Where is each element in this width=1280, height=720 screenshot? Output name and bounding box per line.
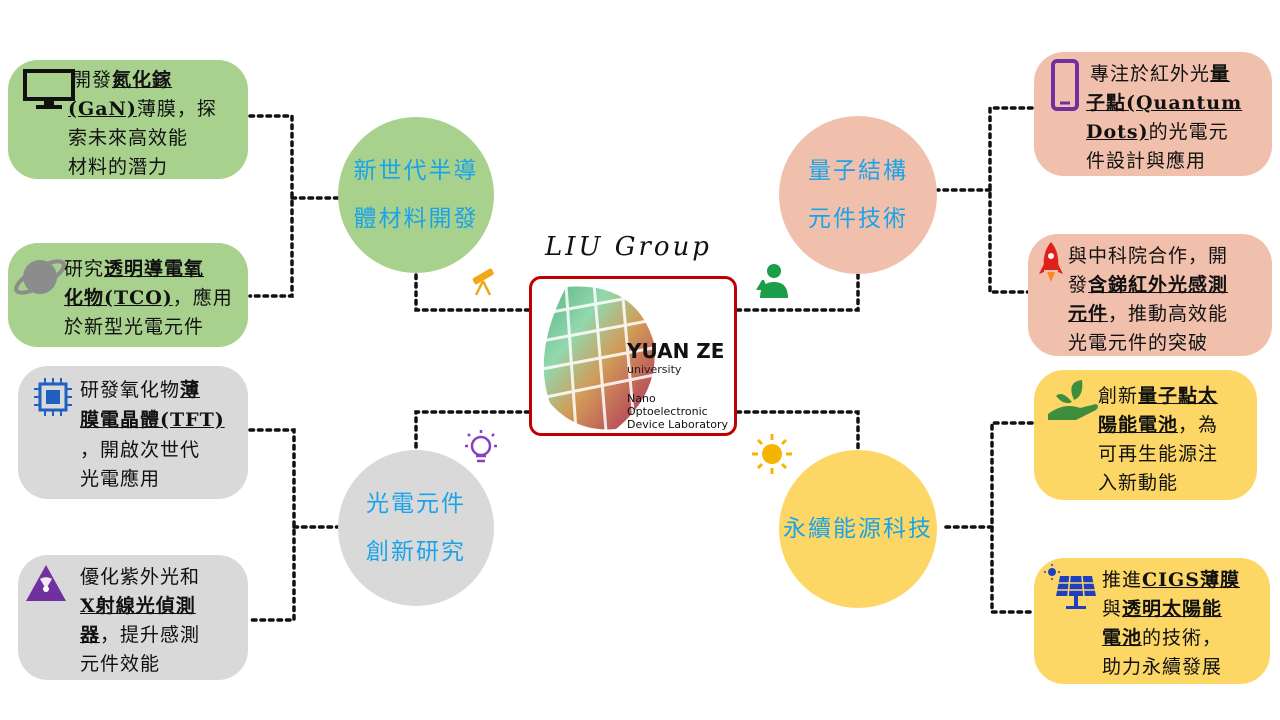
gan-text-e: 索未來高效能 (68, 127, 189, 149)
wafer-image (541, 283, 659, 432)
box-ir: 與中科院合作，開 發含銻紅外光感測 元件，推動高效能 光電元件的突破 (1028, 234, 1272, 356)
plant-hand-icon (1048, 380, 1098, 420)
topic-optoelectronic-line1: 光電元件 (366, 491, 466, 517)
cigs-text-c: 與 (1102, 598, 1123, 620)
qd-text-b: 量 (1210, 63, 1231, 85)
cigs-text-f: 的技術， (1142, 627, 1223, 649)
tft-text-e: 光電應用 (80, 468, 161, 490)
qdsolar-text-c: 陽能電池 (1098, 414, 1179, 436)
logo-title: YUAN ZE (627, 339, 725, 363)
xray-text-d: ，提升感測 (100, 624, 201, 646)
topic-semiconductor-line2: 體材料開發 (353, 206, 479, 232)
lab-logo: YUAN ZE university Nano Optoelectronic D… (529, 276, 737, 436)
box-xray: 優化紫外光和 X射線光偵測 器，提升感測 元件效能 (18, 555, 248, 680)
topic-optoelectronic-line2: 創新研究 (366, 539, 466, 565)
smartphone-icon (1051, 59, 1079, 111)
xray-text-c: 器 (80, 624, 101, 646)
topic-optoelectronic: 光電元件 創新研究 (338, 450, 494, 606)
cigs-text-g: 助力永續發展 (1102, 656, 1223, 678)
qd-text-f: 件設計與應用 (1086, 150, 1207, 172)
box-gan: 開發氮化鎵 (GaN)薄膜，探 索未來高效能 材料的潛力 (8, 60, 248, 179)
lightbulb-icon (465, 430, 497, 463)
logo-subtitle: university (627, 363, 682, 376)
topic-quantum-line2: 元件技術 (808, 206, 908, 232)
radiation-icon (26, 565, 66, 601)
box-tco: 研究透明導電氧 化物(TCO)，應用 於新型光電元件 (8, 243, 248, 347)
tco-text-e: 於新型光電元件 (64, 316, 205, 338)
qdsolar-text-f: 入新動能 (1098, 472, 1179, 494)
qd-text-e: 的光電元 (1148, 121, 1229, 143)
qdsolar-text-b: 量子點太 (1138, 385, 1219, 407)
solar-panel-icon (1044, 564, 1096, 609)
topic-quantum-line1: 量子結構 (808, 158, 908, 184)
monitor-icon (23, 69, 75, 109)
ir-text-f: 光電元件的突破 (1068, 332, 1209, 354)
cigs-text-d: 透明太陽能 (1122, 598, 1223, 620)
lab-name-line2: Device Laboratory (627, 418, 729, 431)
qd-text-c: 子點(Quantum (1086, 92, 1243, 114)
scientist-icon (756, 264, 788, 298)
tft-text-d: ，開啟次世代 (80, 439, 201, 461)
topic-sustainable: 永續能源科技 (779, 450, 937, 608)
planet-icon (14, 259, 66, 295)
gan-text-d: 薄膜，探 (136, 98, 217, 120)
tco-text-d: ，應用 (172, 287, 233, 309)
box-tft: 研發氧化物薄 膜電晶體(TFT) ，開啟次世代 光電應用 (18, 366, 248, 499)
tco-text-a: 研究 (64, 258, 105, 280)
qdsolar-text-d: ，為 (1178, 414, 1219, 436)
tft-text-a: 研發氧化物 (80, 379, 181, 401)
chip-icon (34, 378, 72, 416)
cigs-text-e: 電池 (1102, 627, 1143, 649)
gan-text-a: 開發 (72, 69, 113, 91)
topic-semiconductor: 新世代半導 體材料開發 (338, 117, 494, 273)
tco-text-c: 化物(TCO) (64, 287, 173, 309)
cigs-text-b: CIGS薄膜 (1142, 569, 1240, 591)
xray-text-b: X射線光偵測 (80, 595, 196, 617)
rocket-icon (1039, 242, 1063, 282)
qd-text-d: Dots) (1086, 121, 1149, 143)
ir-text-e: ，推動高效能 (1108, 303, 1229, 325)
qdsolar-text-e: 可再生能源注 (1098, 443, 1219, 465)
tco-text-b: 透明導電氧 (104, 258, 205, 280)
tft-text-b: 薄 (180, 379, 201, 401)
box-qdsolar: 創新量子點太 陽能電池，為 可再生能源注 入新動能 (1034, 370, 1257, 500)
topic-semiconductor-line1: 新世代半導 (353, 158, 479, 184)
topic-quantum: 量子結構 元件技術 (779, 116, 937, 274)
ir-text-a: 與中科院合作，開 (1068, 245, 1229, 267)
topic-sustainable-line1: 永續能源科技 (783, 516, 933, 542)
xray-text-e: 元件效能 (80, 653, 161, 675)
telescope-icon (472, 268, 494, 296)
tft-text-c: 膜電晶體(TFT) (80, 409, 225, 431)
sun-icon (752, 434, 792, 474)
ir-text-c: 含銻紅外光感測 (1088, 274, 1229, 296)
box-qd: 專注於紅外光量 子點(Quantum Dots)的光電元 件設計與應用 (1034, 52, 1272, 176)
xray-text-a: 優化紫外光和 (80, 566, 201, 588)
qdsolar-text-a: 創新 (1098, 385, 1139, 407)
lab-name: Nano Optoelectronic Device Laboratory (627, 392, 734, 431)
group-label: LIU Group (545, 232, 712, 262)
box-cigs: 推進CIGS薄膜 與透明太陽能 電池的技術， 助力永續發展 (1034, 558, 1270, 684)
gan-text-c: (GaN) (68, 98, 137, 120)
ir-text-b: 發 (1068, 274, 1089, 296)
qd-text-a: 專注於紅外光 (1090, 63, 1211, 85)
gan-text-f: 材料的潛力 (68, 156, 169, 178)
ir-text-d: 元件 (1068, 303, 1109, 325)
gan-text-b: 氮化鎵 (112, 69, 173, 91)
lab-name-line1: Nano Optoelectronic (627, 392, 708, 418)
cigs-text-a: 推進 (1102, 569, 1143, 591)
